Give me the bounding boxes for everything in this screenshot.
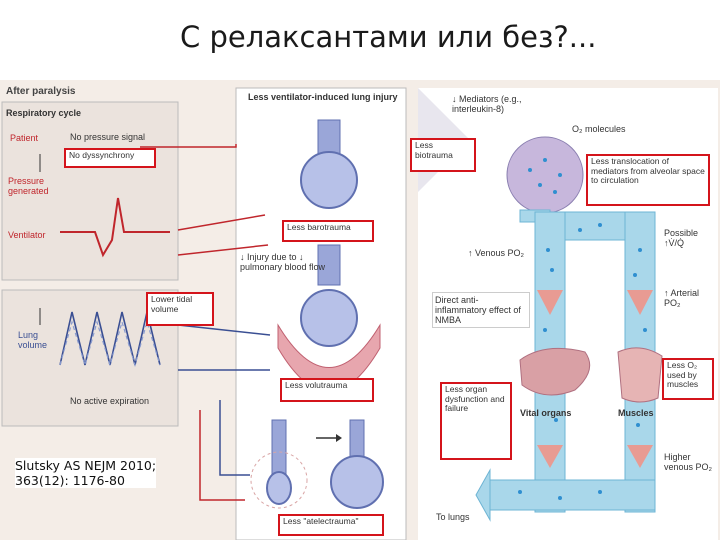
red-flow-arrows: [537, 290, 653, 468]
vital-organs-label: Vital organs: [520, 408, 572, 418]
lung-volume-label: Lung volume: [18, 330, 48, 350]
o2-molecules-label: O₂ molecules: [572, 124, 626, 134]
less-organ-box: Less organ dysfunction and failure: [440, 382, 512, 460]
ventilator-label: Ventilator: [8, 230, 46, 240]
volume-wave-solid: [59, 311, 161, 366]
patient-label: Patient: [10, 133, 39, 143]
arterial-po2-label: ↑ Arterial PO₂: [664, 288, 700, 308]
figure: After paralysis Respiratory cycle Patien…: [0, 80, 720, 540]
respiratory-panel: [1, 101, 179, 281]
alveolus-1: [300, 151, 358, 209]
ventilator-waveform: [60, 197, 170, 258]
alveolus-2: [300, 289, 358, 347]
after-paralysis-label: After paralysis: [6, 86, 76, 97]
venous-po2-label: ↑ Venous PO₂: [468, 248, 525, 258]
higher-venous-label: Higher venous PO₂: [664, 452, 713, 472]
no-active-expiration-label: No active expiration: [70, 396, 150, 406]
collapsed-alveolus: [266, 471, 292, 505]
less-translocation-box: Less translocation of mediators from alv…: [586, 154, 710, 206]
lower-tidal-volume-box: Lower tidal volume: [146, 292, 214, 326]
citation-line-2: 363(12): 1176-80: [15, 473, 125, 488]
direct-anti-label: Direct anti-inflammatory effect of NMBA: [432, 292, 530, 328]
dots: [518, 158, 647, 500]
no-dyssynchrony-box: No dyssynchrony: [64, 148, 156, 168]
less-biotrauma-box: Less biotrauma: [410, 138, 476, 172]
citation-line-1: Slutsky AS NEJM 2010;: [15, 458, 157, 473]
liver-illustration: [519, 347, 591, 396]
slide-title: С релаксантами или без?...: [180, 20, 597, 54]
less-o2-used-box: Less O₂ used by muscles: [662, 358, 714, 400]
possible-vq-label: Possible ↑V̇/Q̇: [664, 228, 699, 248]
respiratory-cycle-label: Respiratory cycle: [6, 108, 82, 118]
pressure-generated-label: Pressure generated: [8, 176, 49, 196]
mediators-label: ↓ Mediators (e.g., interleukin-8): [452, 94, 522, 114]
to-lungs-arrow: [475, 468, 491, 522]
less-volutrauma-box: Less volutrauma: [280, 378, 374, 402]
muscle-illustration: [617, 347, 663, 403]
no-pressure-signal-label: No pressure signal: [70, 132, 146, 142]
less-barotrauma-box: Less barotrauma: [282, 220, 374, 242]
middle-heading: Less ventilator-induced lung injury: [248, 92, 398, 102]
open-alveolus: [330, 455, 384, 509]
injury-due-label: ↓ Injury due to ↓ pulmonary blood flow: [240, 252, 326, 272]
less-atelectrauma-box: Less "atelectrauma": [278, 514, 384, 536]
to-lungs-label: To lungs: [436, 512, 470, 522]
connector-arrows: [140, 144, 271, 501]
volume-wave-dashed: [59, 319, 161, 368]
muscles-label: Muscles: [618, 408, 654, 418]
citation: Slutsky AS NEJM 2010; 363(12): 1176-80: [15, 458, 157, 488]
